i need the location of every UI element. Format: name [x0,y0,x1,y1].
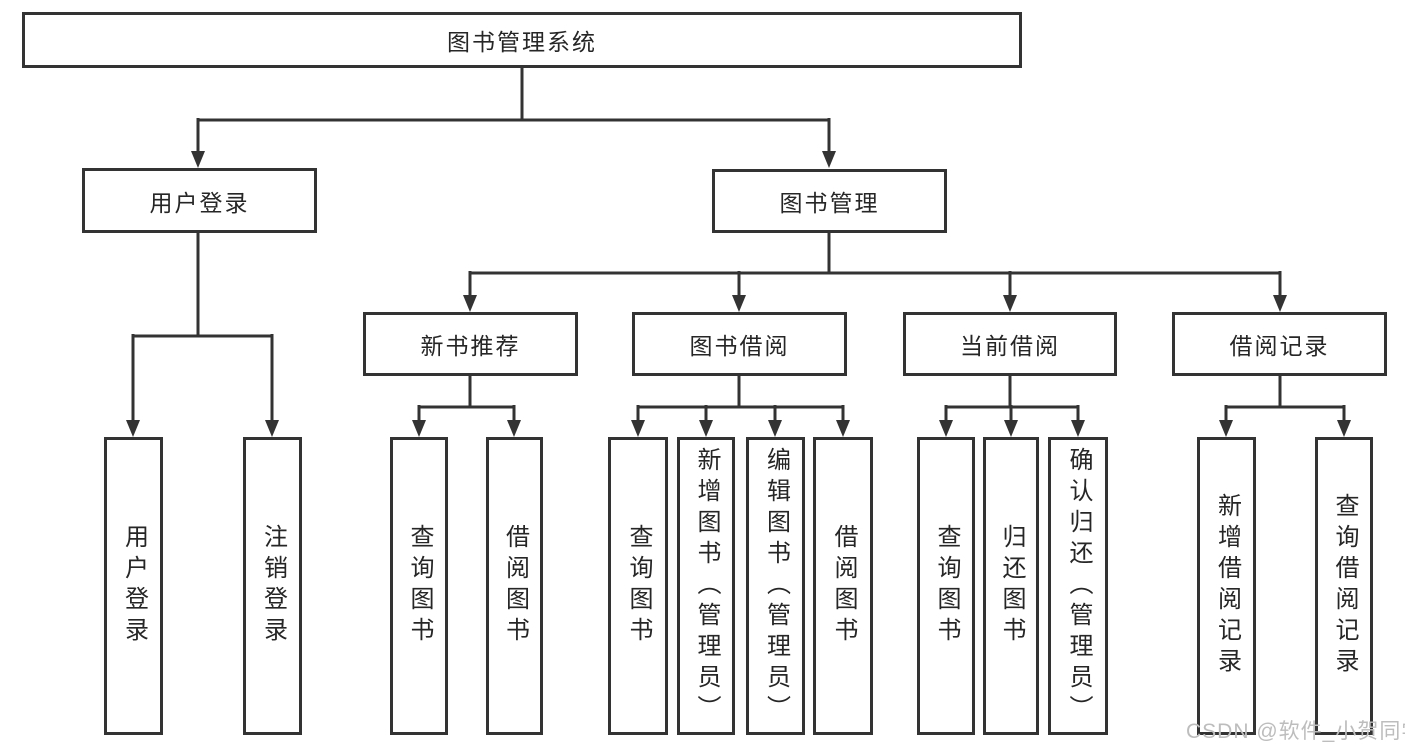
leaf-return-books: 归还图书 [983,437,1039,735]
node-label: 归还图书 [998,524,1025,648]
leaf-query-books-borrowing: 查询图书 [608,437,668,735]
node-label: 借阅记录 [1229,333,1330,359]
node-label: 借阅图书 [501,524,529,648]
node-book-management: 图书管理 [712,169,947,233]
node-label: 用户登录 [149,189,250,216]
node-label: 编辑图书（管理员） [762,446,790,726]
node-label: 图书借阅 [689,333,790,359]
node-label: 用户登录 [120,524,148,648]
leaf-user-login: 用户登录 [104,437,163,735]
node-root-library-management-system: 图书管理系统 [22,12,1022,68]
leaf-borrow-books-recommend: 借阅图书 [486,437,543,735]
node-label: 图书管理 [779,190,880,216]
node-label: 借阅图书 [830,524,857,648]
leaf-query-books-current: 查询图书 [917,437,975,735]
node-label: 新书推荐 [420,333,521,359]
node-label: 查询借阅记录 [1331,493,1358,679]
node-borrowing-records: 借阅记录 [1172,312,1387,376]
node-label: 确认归还（管理员） [1065,446,1092,726]
arrowheads [126,151,1351,437]
node-label: 注销登录 [259,524,287,648]
leaf-confirm-return-admin: 确认归还（管理员） [1048,437,1108,735]
leaf-logout: 注销登录 [243,437,302,735]
node-label: 图书管理系统 [447,29,597,55]
node-label: 查询图书 [933,524,960,648]
node-label: 新增图书（管理员） [693,446,720,726]
node-user-login: 用户登录 [82,168,317,233]
node-label: 新增借阅记录 [1213,493,1241,679]
node-label: 查询图书 [625,524,652,648]
leaf-edit-book-admin: 编辑图书（管理员） [746,437,805,735]
node-current-borrowing: 当前借阅 [903,312,1117,376]
leaf-add-book-admin: 新增图书（管理员） [677,437,735,735]
leaf-borrow-books-borrowing: 借阅图书 [813,437,873,735]
leaf-query-borrow-record: 查询借阅记录 [1315,437,1373,735]
leaf-query-books-recommend: 查询图书 [390,437,448,735]
node-book-borrowing: 图书借阅 [632,312,847,376]
node-new-book-recommendation: 新书推荐 [363,312,578,376]
leaf-add-borrow-record: 新增借阅记录 [1197,437,1256,735]
csdn-watermark: CSDN @软件_小贺同学 [1186,720,1405,743]
node-label: 当前借阅 [960,333,1060,359]
node-label: 查询图书 [406,524,433,648]
